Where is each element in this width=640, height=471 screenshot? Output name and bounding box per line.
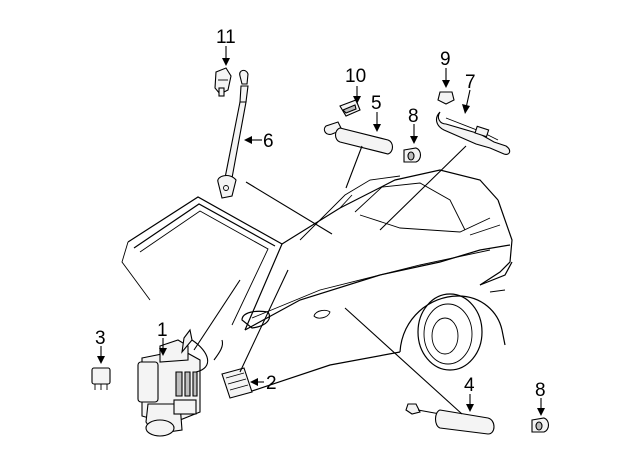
part-7-arm xyxy=(435,111,511,155)
callout-8-bottom: 8 xyxy=(535,380,546,401)
callout-4: 4 xyxy=(464,375,475,396)
location-leader-lines xyxy=(193,145,467,415)
part-6-lift-cylinder xyxy=(217,69,249,199)
callout-5: 5 xyxy=(371,93,382,114)
callout-11: 11 xyxy=(216,27,236,48)
part-11-clip xyxy=(214,67,232,97)
part-1-pump-assembly xyxy=(137,328,224,437)
part-8-bushing-bottom xyxy=(531,417,550,433)
part-4-lower-cylinder xyxy=(405,403,495,435)
callout-2: 2 xyxy=(266,373,277,394)
callout-1: 1 xyxy=(157,320,168,341)
part-8-bushing-top xyxy=(403,147,422,163)
callout-8-top: 8 xyxy=(408,106,419,127)
part-5-cylinder xyxy=(323,121,394,155)
callout-3: 3 xyxy=(95,328,106,349)
callout-9: 9 xyxy=(440,49,451,70)
callout-6: 6 xyxy=(263,131,274,152)
part-3-relay xyxy=(91,367,111,390)
callout-arrows xyxy=(97,46,545,416)
part-9-nut xyxy=(437,91,455,105)
vehicle-outline xyxy=(121,169,513,396)
callout-10: 10 xyxy=(345,66,366,87)
part-10-bushing xyxy=(339,99,361,117)
part-2-label xyxy=(221,367,253,399)
callout-labels: 11 10 9 7 5 8 6 3 1 2 4 8 xyxy=(95,27,546,401)
callout-7: 7 xyxy=(465,72,476,93)
